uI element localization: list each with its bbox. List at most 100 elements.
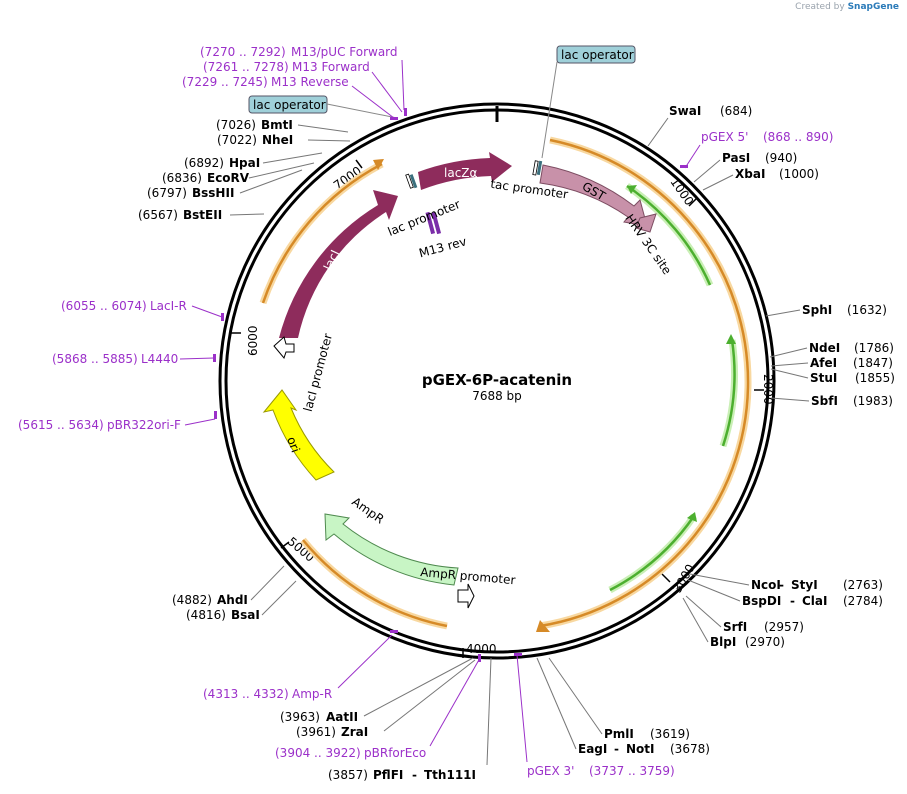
primer-name[interactable]: pBRforEco: [364, 746, 426, 760]
site-pos: (1847): [853, 356, 893, 370]
tick-label: 4000: [466, 642, 497, 656]
primer-range: (3904 .. 3922): [275, 746, 361, 760]
site-name[interactable]: NdeI: [809, 341, 840, 355]
primer-range: (4313 .. 4332): [203, 687, 289, 701]
site-name[interactable]: EcoRV: [207, 171, 250, 185]
site-separator: -: [614, 742, 619, 756]
lac-operator-box-2[interactable]: lac operator: [541, 45, 636, 159]
green-orfs: [608, 183, 738, 594]
site-pos: (3857): [328, 768, 368, 782]
site-name[interactable]: ZraI: [341, 725, 368, 739]
lac-operator-box-1[interactable]: lac operator: [248, 95, 398, 119]
feature-lacZa[interactable]: lacZα: [418, 152, 512, 190]
primer-name[interactable]: Amp-R: [292, 687, 332, 701]
site-pos: (4816): [186, 608, 226, 622]
site-name[interactable]: StuI: [810, 371, 837, 385]
primer-range: (7270 .. 7292): [200, 45, 286, 59]
plasmid-name: pGEX-6P-acatenin: [422, 371, 572, 389]
primer-name[interactable]: M13 Reverse: [271, 75, 349, 89]
feature-label-AmpR: AmpR: [349, 494, 386, 526]
site-pos: (6836): [162, 171, 202, 185]
primer-range: (5615 .. 5634): [18, 418, 104, 432]
site-name[interactable]: SbfI: [811, 394, 838, 408]
site-name[interactable]: PmlI: [604, 727, 634, 741]
site-name[interactable]: BssHII: [192, 186, 234, 200]
site-separator: -: [790, 594, 795, 608]
site-name[interactable]: XbaI: [735, 167, 765, 181]
primer-range: (7261 .. 7278): [203, 60, 289, 74]
site-pos: (1983): [853, 394, 893, 408]
site-name[interactable]: SrfI: [723, 620, 747, 634]
site-name[interactable]: BstEII: [183, 208, 222, 222]
snapgene-credit: Created by SnapGene: [795, 2, 899, 12]
site-pos: (7026): [216, 118, 256, 132]
primer-range: (3737 .. 3759): [589, 764, 675, 778]
site-name[interactable]: HpaI: [229, 156, 260, 170]
site-name-2[interactable]: StyI: [791, 578, 818, 592]
feature-label-ori: ori: [284, 435, 302, 454]
lac-operator-label: lac operator: [253, 98, 326, 112]
site-pos: (3963): [280, 710, 320, 724]
site-pos: (940): [765, 151, 797, 165]
site-name[interactable]: AfeI: [810, 356, 837, 370]
credit-prefix: Created by: [795, 2, 845, 12]
primer-name[interactable]: pGEX 5': [701, 130, 748, 144]
restriction-sites: SwaI (684) PasI (940) XbaI (1000) SphI (…: [138, 104, 895, 782]
site-pos: (1632): [847, 303, 887, 317]
site-name[interactable]: BmtI: [261, 118, 293, 132]
site-name[interactable]: EagI: [578, 742, 607, 756]
primer-name[interactable]: L4440: [141, 352, 178, 366]
feature-label-lacI-promoter: lacI promoter: [301, 332, 335, 413]
orf-arcs: [259, 136, 752, 632]
primer-name[interactable]: M13/pUC Forward: [291, 45, 398, 59]
site-pos: (2763): [843, 578, 883, 592]
site-name-2[interactable]: ClaI: [802, 594, 827, 608]
site-pos: (1855): [855, 371, 895, 385]
primer-range: (868 .. 890): [763, 130, 833, 144]
feature-ori[interactable]: ori: [262, 389, 335, 481]
site-name[interactable]: NheI: [262, 133, 293, 147]
site-pos: (684): [720, 104, 752, 118]
primer-range: (5868 .. 5885): [52, 352, 138, 366]
site-name-2[interactable]: NotI: [626, 742, 655, 756]
site-name[interactable]: BsaI: [231, 608, 260, 622]
feature-label-lacZa: lacZα: [444, 166, 478, 180]
primer-name[interactable]: pBR322ori-F: [107, 418, 181, 432]
primer-range: (7229 .. 7245): [182, 75, 268, 89]
site-name[interactable]: AhdI: [217, 593, 248, 607]
site-name[interactable]: NcoI: [751, 578, 781, 592]
site-name[interactable]: AatII: [326, 710, 358, 724]
primer-name[interactable]: pGEX 3': [527, 764, 574, 778]
backbone: [218, 102, 776, 660]
tick-label: 6000: [246, 325, 260, 356]
primer-name[interactable]: LacI-R: [150, 299, 187, 313]
primer-name[interactable]: M13 Forward: [292, 60, 370, 74]
site-name[interactable]: PasI: [722, 151, 750, 165]
site-pos: (2957): [764, 620, 804, 634]
site-pos: (3961): [296, 725, 336, 739]
site-name[interactable]: BlpI: [710, 635, 736, 649]
site-name[interactable]: SwaI: [669, 104, 701, 118]
feature-label-M13-rev: M13 rev: [417, 234, 468, 260]
lac-operator-label: lac operator: [561, 48, 634, 62]
site-pos: (3619): [650, 727, 690, 741]
tick-marks: 1000 2000 3000 4000 5000 6000 7000: [231, 159, 775, 658]
feature-AmpR-promoter[interactable]: AmpR promoter: [420, 565, 516, 609]
site-pos: (3678): [670, 742, 710, 756]
site-pos: (4882): [172, 593, 212, 607]
primer-labels: (7270 .. 7292) M13/pUC Forward (7261 .. …: [18, 45, 833, 778]
site-name[interactable]: SphI: [802, 303, 832, 317]
site-name[interactable]: BspDI: [742, 594, 781, 608]
site-name[interactable]: PflFI: [373, 768, 403, 782]
feature-label-lac-promoter: lac promoter: [386, 197, 462, 239]
plasmid-length: 7688 bp: [472, 389, 522, 403]
site-pos: (2784): [843, 594, 883, 608]
site-pos: (1786): [854, 341, 894, 355]
tick-label: 2000: [761, 374, 775, 405]
site-pos: (2970): [745, 635, 785, 649]
site-pos: (1000): [779, 167, 819, 181]
feature-lacI[interactable]: lacI: [279, 190, 398, 338]
site-name-2[interactable]: Tth111I: [424, 768, 476, 782]
site-separator: -: [779, 578, 784, 592]
site-pos: (6567): [138, 208, 178, 222]
